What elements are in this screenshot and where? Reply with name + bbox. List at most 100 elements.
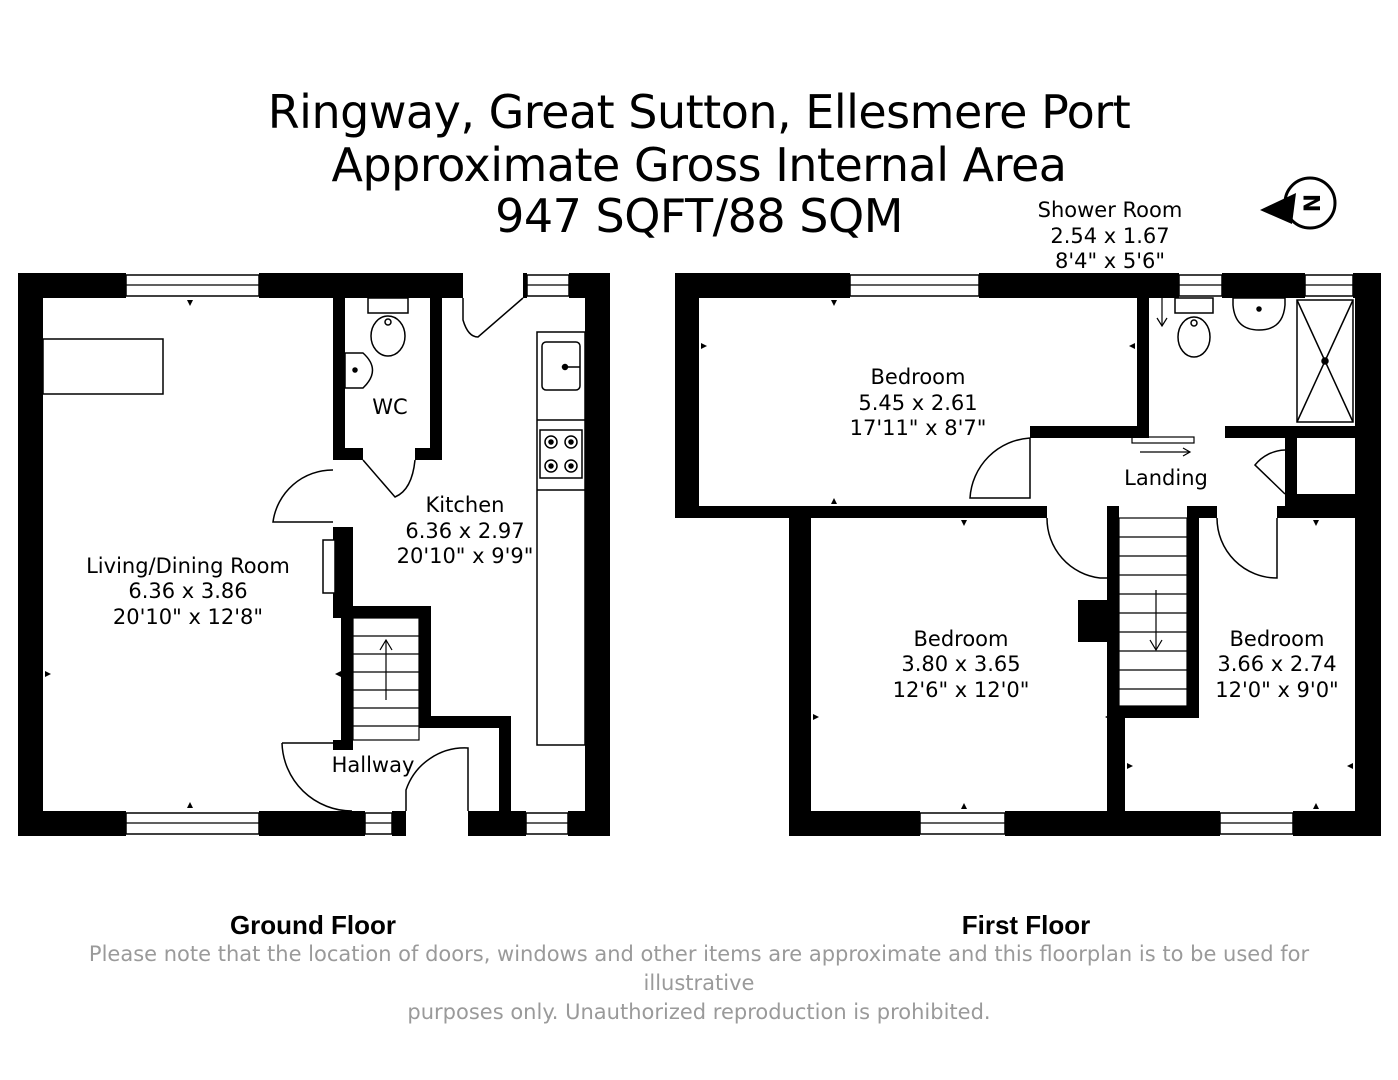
wc-label: WC: [372, 395, 407, 419]
wall-stairs-bottom-first: [1107, 706, 1199, 718]
kitchen-imperial: 20'10" x 9'9": [397, 544, 534, 568]
first-wall-bottom-right: [1293, 811, 1381, 836]
hall-door-swing: [281, 742, 353, 812]
wall-wc-bottom-left: [333, 448, 363, 460]
ground-dimension-markers: [45, 300, 341, 808]
ground-wall-left: [18, 273, 43, 836]
first-wall-bottom-mid: [1005, 811, 1220, 836]
first-wall-top-left: [675, 273, 850, 298]
first-doors: [969, 437, 1286, 579]
first-wall-top-mid: [979, 273, 1179, 298]
living-metric: 6.36 x 3.86: [128, 579, 247, 603]
disclaimer-line-1: Please note that the location of doors, …: [88, 942, 1310, 995]
living-door-swing: [272, 469, 334, 523]
bedroom3-label: Bedroom: [1230, 627, 1325, 651]
plan-title-area-value: 947 SQFT/88 SQM: [495, 189, 903, 243]
hallway-label: Hallway: [332, 753, 415, 777]
ground-floor-plan: WC Kitchen 6.36 x 2.97 20'10" x 9'9" Liv…: [18, 273, 610, 836]
front-door-swing: [405, 747, 469, 811]
first-wall-left-lower: [789, 506, 811, 836]
ground-windows: [125, 274, 570, 835]
shower-metric: 2.54 x 1.67: [1050, 224, 1169, 248]
plan-title-address: Ringway, Great Sutton, Ellesmere Port: [267, 85, 1131, 139]
wall-stairs-top: [333, 606, 431, 618]
living-imperial: 20'10" x 12'8": [113, 605, 263, 629]
wall-wc-right: [430, 298, 442, 460]
ground-wall-top-mid: [259, 273, 463, 298]
wall-understairs-right: [499, 716, 511, 811]
bedroom3-imperial: 12'0" x 9'0": [1215, 678, 1338, 702]
hob-icon: [539, 429, 583, 479]
shower-toilet-cistern-icon: [1174, 297, 1214, 314]
wall-stairs-left: [341, 606, 353, 740]
wall-bed1-shower: [1137, 298, 1149, 438]
kitchen-metric: 6.36 x 2.97: [405, 519, 524, 543]
wc-basin-icon: [344, 352, 374, 389]
bedroom1-metric: 5.45 x 2.61: [858, 391, 977, 415]
north-arrow-icon: N: [1260, 176, 1337, 230]
first-wall-right: [1355, 273, 1381, 836]
shower-label: Shower Room: [1038, 198, 1183, 222]
first-wall-left-upper: [675, 273, 699, 518]
ground-doors: [272, 297, 524, 812]
first-stairs: [1118, 517, 1188, 707]
wall-bed3-left: [1113, 706, 1125, 811]
first-wall-top-right: [1222, 273, 1305, 298]
wall-stairs-right: [419, 606, 431, 718]
landing-rail: [1131, 436, 1195, 457]
shower-entry-arrow-icon: [1156, 285, 1168, 328]
first-wall-bottom-left: [789, 811, 920, 836]
first-floor-plan: Bedroom 5.45 x 2.61 17'11" x 8'7" Landin…: [675, 198, 1381, 836]
kitchen-fixtures: [536, 331, 586, 746]
wall-living-kitchen-mid: [333, 527, 353, 606]
wall-wc-bottom-right: [415, 448, 442, 460]
chimney-breast: [322, 539, 336, 594]
compass-letter: N: [1301, 194, 1326, 212]
bedroom1-imperial: 17'11" x 8'7": [850, 416, 987, 440]
ground-wall-bottom-mid: [259, 811, 365, 836]
wall-cupboard-left: [1285, 438, 1297, 506]
bedroom2-metric: 3.80 x 3.65: [901, 652, 1020, 676]
wc-toilet-icon: [370, 315, 406, 357]
kitchen-worktop: [536, 331, 586, 746]
plan-title-area-label: Approximate Gross Internal Area: [331, 138, 1067, 192]
wc-cistern-icon: [367, 297, 409, 314]
disclaimer: Please note that the location of doors, …: [40, 940, 1358, 1027]
bedroom2-imperial: 12'6" x 12'0": [893, 678, 1030, 702]
ground-wall-bottom-left: [18, 811, 126, 836]
wall-bed1-bottom: [811, 506, 1047, 518]
wall-cupboard-bottom: [1285, 494, 1355, 506]
ground-window-lines: [126, 284, 569, 824]
wc-door-swing: [362, 459, 416, 498]
ground-floor-label: Ground Floor: [229, 910, 397, 940]
bedroom3-metric: 3.66 x 2.74: [1217, 652, 1336, 676]
ground-wall-right: [585, 273, 610, 836]
wall-living-wc: [333, 298, 345, 460]
kitchen-sink-icon: [541, 341, 581, 391]
shower-basin-icon: [1232, 297, 1286, 331]
shower-toilet-icon: [1177, 316, 1211, 358]
ground-wall-bottom-door-left: [392, 811, 406, 836]
cupboard-door-swing: [1253, 449, 1286, 495]
first-wall-step: [675, 506, 811, 518]
chimney-breast-first: [1078, 600, 1107, 642]
wc-fixtures: [344, 297, 409, 389]
first-floor-label: First Floor: [961, 910, 1091, 940]
disclaimer-line-2: purposes only. Unauthorized reproduction…: [407, 1000, 991, 1024]
bedroom3-door-swing: [1216, 517, 1278, 579]
landing-label: Landing: [1124, 466, 1208, 490]
front-door-kitchen-swing: [462, 297, 524, 338]
bedroom2-door-swing: [1046, 517, 1107, 579]
wall-bed3-top: [1277, 506, 1355, 518]
bedroom1-label: Bedroom: [871, 365, 966, 389]
ground-stairs: [352, 617, 420, 741]
bedroom1-door-swing: [969, 437, 1031, 499]
first-window-lines: [850, 284, 1353, 824]
wall-shower-bottom: [1225, 426, 1355, 438]
wall-stairs-right-first: [1187, 506, 1199, 718]
kitchen-label: Kitchen: [426, 493, 505, 517]
living-sideboard: [42, 338, 164, 395]
living-label: Living/Dining Room: [86, 554, 290, 578]
ground-wall-bottom-right: [468, 811, 526, 836]
